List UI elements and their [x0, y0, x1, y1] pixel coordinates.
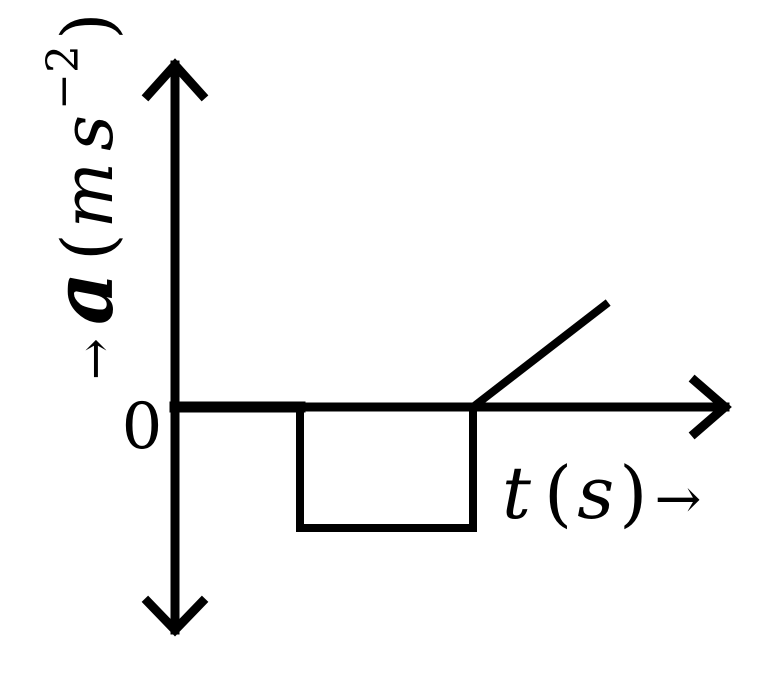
y-axis-bottom-arrowhead: [141, 595, 209, 637]
y-axis-label-close-paren: ): [47, 13, 129, 40]
negative-acceleration-segment: [296, 403, 477, 532]
y-axis-label: → a ( m s −2 ): [36, 13, 132, 380]
y-axis-top-arrowhead: [141, 58, 209, 102]
x-axis-label: t ( s ) →: [502, 451, 701, 535]
x-axis-label-arrow: →: [654, 467, 701, 532]
x-axis-label-variable: t: [502, 451, 532, 535]
y-axis-label-unit-s: s: [47, 115, 129, 151]
y-axis-label-unit-m: m: [47, 162, 129, 228]
x-axis-label-close-paren: ): [619, 451, 647, 535]
svg-text:→ a ( m: → a ( m s −2 ): [36, 13, 132, 380]
y-axis-label-variable: a: [36, 272, 132, 325]
increasing-acceleration-segment: [467, 299, 611, 413]
x-axis-arrowhead: [688, 374, 732, 440]
x-axis-label-open-paren: (: [544, 451, 572, 535]
y-axis-label-arrow: →: [66, 338, 124, 380]
y-axis-label-exponent: −2: [38, 45, 89, 110]
y-axis-label-open-paren: (: [47, 233, 129, 260]
origin-label: 0: [122, 390, 163, 464]
x-axis-label-unit: s: [577, 451, 614, 535]
